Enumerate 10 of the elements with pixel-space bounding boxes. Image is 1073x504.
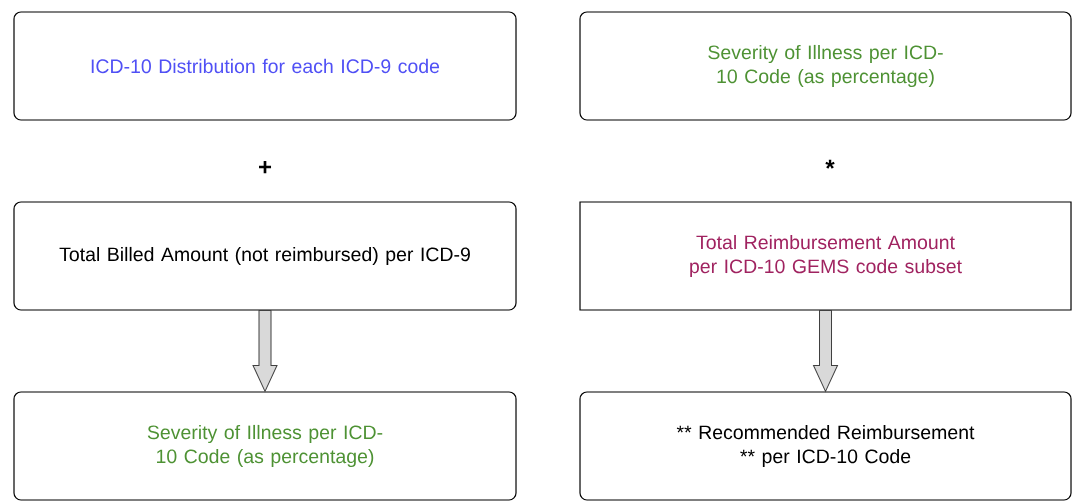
process-box: Total Billed Amount (not reimbursed) per ICD-9 [13,201,517,311]
process-box: Total Reimbursement Amount per ICD-10 GEMS code subset [579,201,1072,311]
operator-symbol: * [825,159,835,169]
process-box: Severity of Illness per ICD-10 Code (as percentage) [13,391,517,501]
process-box: Severity of Illness per ICD-10 Code (as percentage) [579,11,1072,121]
block-arrow [252,310,278,392]
process-box: ICD-10 Distribution for each ICD-9 code [13,11,517,121]
process-box: ** Recommended Reimbursement ** per ICD-10 Code [579,391,1072,501]
operator-symbol: + [259,160,272,174]
block-arrow [813,310,838,392]
